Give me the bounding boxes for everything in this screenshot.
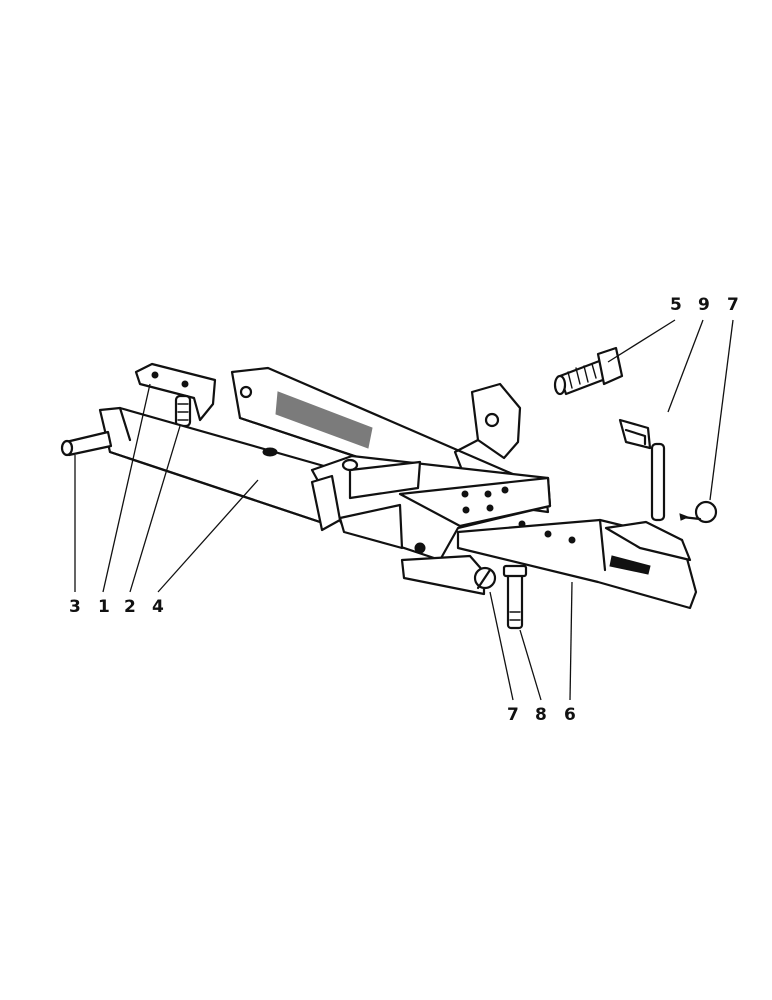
stipple-shading: [275, 391, 373, 449]
leader-lines: [74, 319, 734, 701]
bolt: [553, 346, 624, 396]
callout-4: 4: [152, 597, 164, 617]
spring-clip-lower: [473, 566, 497, 590]
drawbar: [456, 518, 698, 610]
keyhole-slot: [262, 447, 278, 457]
callout-6: 6: [564, 705, 576, 725]
bracket-pin: [174, 394, 192, 428]
callout-3: 3: [69, 597, 81, 617]
callout-2: 2: [124, 597, 136, 617]
callout-7-lower: 7: [507, 705, 519, 725]
linch-pin: [618, 418, 666, 522]
spring-clip-right: [679, 500, 718, 524]
central-hitch-frame: [310, 454, 552, 562]
lower-support-plate: [400, 554, 486, 596]
callout-8: 8: [535, 705, 547, 725]
callout-labels: 3 1 2 4 5 9 7 7 8 6: [69, 295, 739, 725]
callout-9: 9: [698, 295, 710, 315]
hitch-pin: [502, 564, 528, 630]
upper-right-bracket: [453, 382, 522, 472]
pivot-pin: [60, 430, 113, 457]
callout-1: 1: [98, 597, 110, 617]
callout-7-right: 7: [727, 295, 739, 315]
callout-5: 5: [670, 295, 682, 315]
